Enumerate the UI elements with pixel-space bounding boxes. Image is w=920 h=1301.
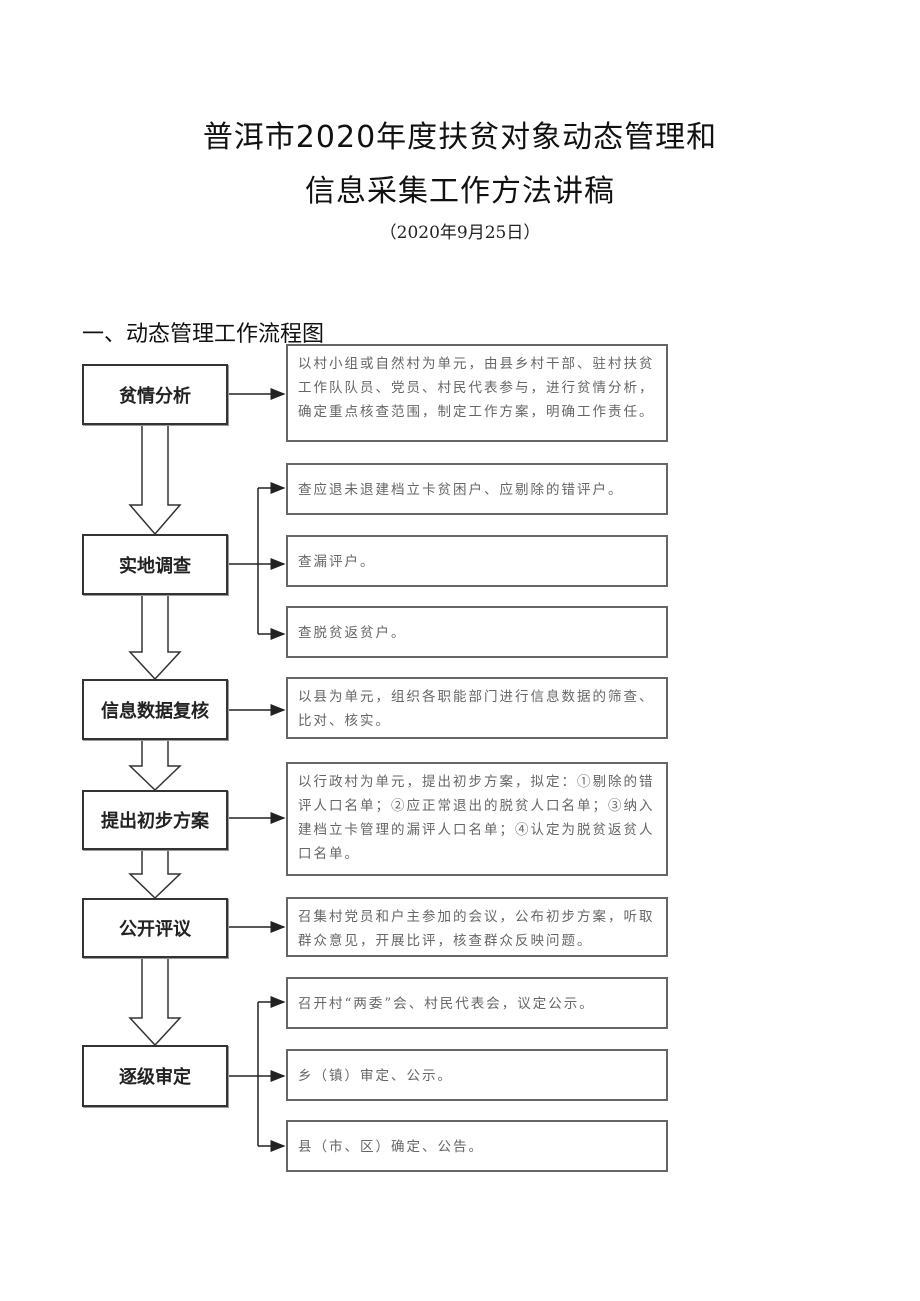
step-level-approval: 逐级审定 [82, 1045, 228, 1107]
note-survey-unexited: 查应退未退建档立卡贫困户、应剔除的错评户。 [286, 463, 668, 515]
note-poverty-analysis: 以村小组或自然村为单元，由县乡村干部、驻村扶贫工作队队员、党员、村民代表参与，进… [286, 344, 668, 442]
step-public-review: 公开评议 [82, 898, 228, 958]
note-data-review: 以县为单元，组织各职能部门进行信息数据的筛查、比对、核实。 [286, 677, 668, 739]
step-field-survey: 实地调查 [82, 534, 228, 595]
document-date: （2020年9月25日） [379, 223, 541, 243]
step-preliminary-plan: 提出初步方案 [82, 790, 228, 850]
note-preliminary-plan: 以行政村为单元，提出初步方案，拟定：①剔除的错评人口名单；②应正常退出的脱贫人口… [286, 762, 668, 876]
down-arrow [128, 424, 182, 536]
step-poverty-analysis: 贫情分析 [82, 364, 228, 425]
document-title-line-2: 信息采集工作方法讲稿 [305, 174, 615, 209]
down-arrow [128, 594, 182, 681]
note-township-approval: 乡（镇）审定、公示。 [286, 1049, 668, 1101]
note-county-approval: 县（市、区）确定、公告。 [286, 1120, 668, 1172]
down-arrow [128, 849, 182, 900]
down-arrow [128, 739, 182, 792]
step-data-review: 信息数据复核 [82, 679, 228, 740]
note-survey-returned: 查脱贫返贫户。 [286, 606, 668, 658]
note-survey-missed: 查漏评户。 [286, 535, 668, 587]
document-title-line-1: 普洱市2020年度扶贫对象动态管理和 [202, 120, 718, 155]
section-heading: 一、动态管理工作流程图 [82, 322, 325, 347]
down-arrow [128, 957, 182, 1047]
note-public-review: 召集村党员和户主参加的会议，公布初步方案，听取群众意见，开展比评，核查群众反映问… [286, 897, 668, 957]
note-village-committee: 召开村“两委”会、村民代表会，议定公示。 [286, 977, 668, 1029]
